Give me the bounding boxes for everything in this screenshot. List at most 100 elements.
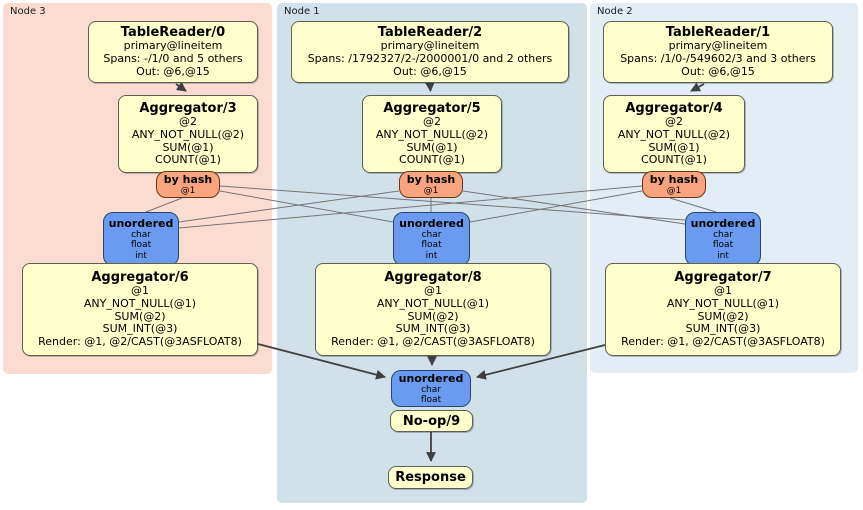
sync-line: char: [131, 229, 151, 240]
sync-line: int: [135, 250, 147, 261]
processor-line: SUM(@2): [697, 309, 749, 323]
processor-line: SUM_INT(@3): [395, 322, 471, 336]
processor-title: Aggregator/8: [384, 270, 482, 285]
edge-hash2-sync1: [469, 190, 643, 223]
sync-line: float: [712, 240, 734, 251]
processor-line: ANY_NOT_NULL(@1): [83, 296, 197, 310]
processor-line: @2: [665, 114, 683, 128]
processor-line: @2: [179, 114, 197, 128]
sync-line: int: [717, 250, 729, 261]
sync-title: unordered: [399, 216, 464, 230]
processor-title: Aggregator/3: [139, 100, 237, 116]
hash-router-box: by hash @1: [399, 171, 463, 198]
router-detail: @1: [666, 185, 682, 196]
processor-line: Spans: /1/0-/549602/3 and 3 others: [620, 52, 816, 66]
unordered-sync-box: unordered char float int: [685, 212, 761, 266]
processor-line: ANY_NOT_NULL(@2): [617, 127, 731, 141]
processor-title: No-op/9: [402, 413, 461, 429]
sync-line: float: [130, 240, 152, 251]
processor-line: ANY_NOT_NULL(@2): [131, 127, 245, 141]
processor-line: @2: [423, 114, 441, 128]
sync-line: float: [420, 395, 442, 405]
router-title: by hash: [406, 172, 456, 186]
processor-line: ANY_NOT_NULL(@2): [375, 127, 489, 141]
processor-title: Aggregator/7: [674, 270, 772, 285]
aggregator-box: Aggregator/4 @2 ANY_NOT_NULL(@2) SUM(@1)…: [603, 95, 745, 173]
sync-line: char: [713, 229, 733, 240]
processor-line: primary@lineitem: [668, 39, 768, 53]
processor-title: Aggregator/5: [383, 100, 481, 116]
processor-line: SUM(@2): [114, 309, 166, 323]
processor-line: SUM_INT(@3): [685, 322, 761, 336]
edge-tr0-agg3: [175, 81, 187, 92]
processor-line: SUM(@1): [406, 140, 458, 154]
node-region-label: Node 2: [597, 6, 633, 17]
processor-line: COUNT(@1): [399, 153, 465, 167]
noop-box: No-op/9: [390, 410, 473, 432]
processor-title: TableReader/0: [120, 25, 226, 41]
node-region-label: Node 3: [10, 6, 46, 17]
edge-tr1-agg4: [690, 82, 705, 92]
table-reader-box: TableReader/2 primary@lineitem Spans: /1…: [291, 21, 569, 83]
processor-line: Out: @6,@15: [136, 64, 210, 78]
final-unordered-sync-box: unordered char float: [391, 370, 471, 407]
unordered-sync-box: unordered char float int: [393, 212, 470, 266]
processor-line: Render: @1, @2/CAST(@3ASFLOAT8): [331, 335, 535, 349]
processor-line: Out: @6,@15: [681, 64, 755, 78]
response-box: Response: [388, 466, 473, 489]
sync-title: unordered: [398, 371, 464, 385]
unordered-sync-box: unordered char float int: [103, 212, 179, 266]
hash-router-box: by hash @1: [642, 171, 706, 198]
table-reader-box: TableReader/1 primary@lineitem Spans: /1…: [603, 21, 833, 83]
router-title: by hash: [649, 172, 699, 186]
processor-line: Render: @1, @2/CAST(@3ASFLOAT8): [38, 335, 242, 349]
edge-hash1-sync3: [178, 190, 400, 223]
processor-line: primary@lineitem: [380, 39, 480, 53]
edge-agg6-finalsync: [257, 343, 386, 380]
processor-title: Aggregator/6: [91, 270, 189, 285]
edge-hash1-sync2: [462, 190, 686, 225]
edge-hash3-sync1: [219, 190, 394, 223]
edge-hash2-sync2: [669, 197, 717, 213]
processor-title: Response: [395, 470, 466, 485]
processor-line: Spans: -/1/0 and 5 others: [103, 52, 243, 66]
processor-line: COUNT(@1): [641, 153, 707, 167]
hash-router-box: by hash @1: [156, 171, 220, 198]
edge-hash2-sync3: [178, 185, 643, 229]
processor-line: SUM(@1): [648, 140, 700, 154]
router-detail: @1: [180, 185, 196, 196]
edge-hash3-sync3: [145, 197, 183, 213]
aggregator-box: Aggregator/3 @2 ANY_NOT_NULL(@2) SUM(@1)…: [118, 95, 258, 173]
processor-title: TableReader/2: [377, 25, 483, 41]
processor-line: Out: @6,@15: [393, 64, 467, 78]
sync-line: char: [421, 384, 441, 395]
aggregator-box: Aggregator/7 @1 ANY_NOT_NULL(@1) SUM(@2)…: [605, 263, 841, 356]
processor-line: Render: @1, @2/CAST(@3ASFLOAT8): [621, 335, 825, 349]
sync-line: char: [421, 229, 442, 240]
processor-line: ANY_NOT_NULL(@1): [376, 296, 490, 310]
processor-line: @1: [714, 284, 732, 297]
edge-agg7-finalsync: [476, 344, 606, 380]
edge-tr2-agg5: [424, 81, 435, 92]
processor-line: @1: [131, 284, 149, 297]
processor-line: SUM(@2): [407, 309, 459, 323]
aggregator-box: Aggregator/5 @2 ANY_NOT_NULL(@2) SUM(@1)…: [362, 95, 502, 173]
processor-line: SUM_INT(@3): [102, 322, 178, 336]
processor-line: SUM(@1): [162, 140, 214, 154]
processor-line: ANY_NOT_NULL(@1): [666, 296, 780, 310]
router-title: by hash: [163, 172, 213, 186]
processor-line: Spans: /1792327/2-/2000001/0 and 2 other…: [307, 52, 553, 66]
sync-title: unordered: [690, 216, 756, 230]
aggregator-box: Aggregator/8 @1 ANY_NOT_NULL(@1) SUM(@2)…: [315, 263, 551, 356]
router-detail: @1: [423, 185, 439, 196]
node-region-label: Node 1: [284, 6, 320, 17]
processor-title: Aggregator/4: [625, 100, 723, 116]
sync-line: float: [421, 240, 442, 251]
table-reader-box: TableReader/0 primary@lineitem Spans: -/…: [88, 21, 258, 83]
sync-title: unordered: [108, 216, 174, 230]
processor-line: @1: [424, 284, 442, 297]
sync-line: int: [425, 250, 438, 261]
processor-line: primary@lineitem: [123, 39, 223, 53]
